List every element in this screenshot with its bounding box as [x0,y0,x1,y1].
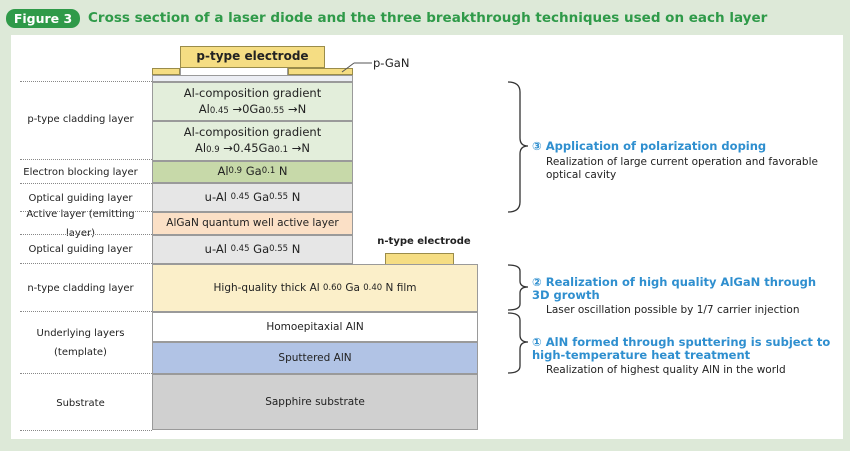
formula-al-sub: 0.9 [228,166,243,177]
p-electrode-contact-right [288,68,353,75]
sapphire-substrate: Sapphire substrate [152,374,478,430]
gradient-2-title: Al-composition gradient [183,125,322,140]
p-type-electrode-label: p-type electrode [196,49,309,63]
separator-line [20,211,152,212]
p-gan-leader-line [341,62,372,73]
note-title: ② Realization of high quality AlGaN thro… [532,275,817,302]
active-layer: AlGaN quantum well active layer [152,212,353,235]
label-substrate: Substrate [56,397,105,409]
formula-al: Al [198,101,210,116]
label-electron-blocking: Electron blocking layer [23,166,138,178]
separator-line [20,263,152,264]
formula-al-sub: 0.45 [230,191,250,202]
brace-sputtering [507,312,529,374]
formula-ga-sub: 0.55 [265,105,285,116]
formula-ga-sub: 0.1 [261,166,276,177]
separator-line [20,159,152,160]
note-title: ③ Application of polarization doping [532,139,767,153]
p-gan-gap [180,68,288,75]
label-underlying-layers: Underlying layers (template) [36,328,125,358]
label-optical-guiding-bottom: Optical guiding layer [28,243,133,255]
p-electrode-contact-left [152,68,180,75]
formula-ga: Ga [345,282,360,294]
formula-n: →N [287,101,307,116]
formula-ga-sub: 0.1 [274,145,289,155]
gradient-2-formula: Al0.9 →0.45Ga0.1 →N [195,141,310,157]
p-gan-label: p-GaN [373,56,410,70]
formula-al: Al [217,164,229,179]
formula-ga: Ga [258,141,275,155]
formula-al-sub: 0.45 [230,243,250,254]
label-active-layer: Active layer (emitting layer) [26,208,135,239]
brace-3d-growth [507,264,529,311]
formula-n: →N [291,141,310,155]
n-cladding-layer: High-quality thick Al 0.60 Ga 0.40 N fil… [152,264,478,312]
figure-badge: Figure 3 [6,9,80,28]
formula-n: N [291,189,301,204]
p-type-electrode [180,46,325,68]
label-p-cladding: p-type cladding layer [27,113,134,125]
gradient-1-formula: Al0.45 →0Ga0.55 →N [199,102,306,118]
formula-al-sub: 0.60 [323,283,342,293]
formula-prefix: u-Al [204,241,227,256]
separator-line [20,81,152,82]
formula-ga-sub: 0.55 [269,191,289,202]
note-text: Realization of large current operation a… [546,156,818,181]
sputtered-aln-layer: Sputtered AlN [152,342,478,374]
separator-line [20,430,152,431]
formula-al-sub: 0.9 [206,145,220,155]
formula-prefix: u-Al [204,189,227,204]
formula-n: N [278,164,288,179]
gradient-1-title: Al-composition gradient [183,85,322,100]
separator-line [20,373,152,374]
formula-al: Al [195,141,207,155]
separator-line [20,183,152,184]
formula-ga: Ga [245,164,262,179]
formula-ga: Ga [253,189,270,204]
formula-arrow: →0 [232,101,250,116]
formula-ga-sub: 0.55 [269,243,289,254]
formula-ga: Ga [253,241,270,256]
label-optical-guiding-top: Optical guiding layer [28,192,133,204]
brace-polarization-doping [507,81,529,213]
formula-ga-sub: 0.40 [363,283,383,293]
label-n-cladding: n-type cladding layer [27,282,134,294]
n-type-electrode-label: n-type electrode [377,236,471,247]
p-gan-layer [152,75,353,82]
note-sputtering: ① AlN formed through sputtering is subje… [532,336,837,377]
note-3d-growth: ② Realization of high quality AlGaN thro… [532,276,837,317]
al-gradient-layer-1: Al-composition gradient Al0.45 →0Ga0.55 … [152,82,353,121]
note-title: ① AlN formed through sputtering is subje… [532,335,831,362]
formula-arrow: →0.45 [223,141,259,155]
formula-prefix: High-quality thick Al [213,282,320,294]
separator-line [20,234,152,235]
formula-ga: Ga [249,101,266,116]
homoepitaxial-aln-layer: Homoepitaxial AlN [152,312,478,342]
note-text: Laser oscillation possible by 1/7 carrie… [546,304,800,316]
figure-title: Cross section of a laser diode and the t… [88,10,768,26]
note-text: Realization of highest quality AlN in th… [546,364,786,376]
separator-line [20,311,152,312]
note-polarization-doping: ③ Application of polarization doping Rea… [532,140,837,182]
formula-al-sub: 0.45 [209,105,229,116]
formula-n: N [291,241,301,256]
al-gradient-layer-2: Al-composition gradient Al0.9 →0.45Ga0.1… [152,121,353,161]
formula-n: N film [385,282,417,294]
